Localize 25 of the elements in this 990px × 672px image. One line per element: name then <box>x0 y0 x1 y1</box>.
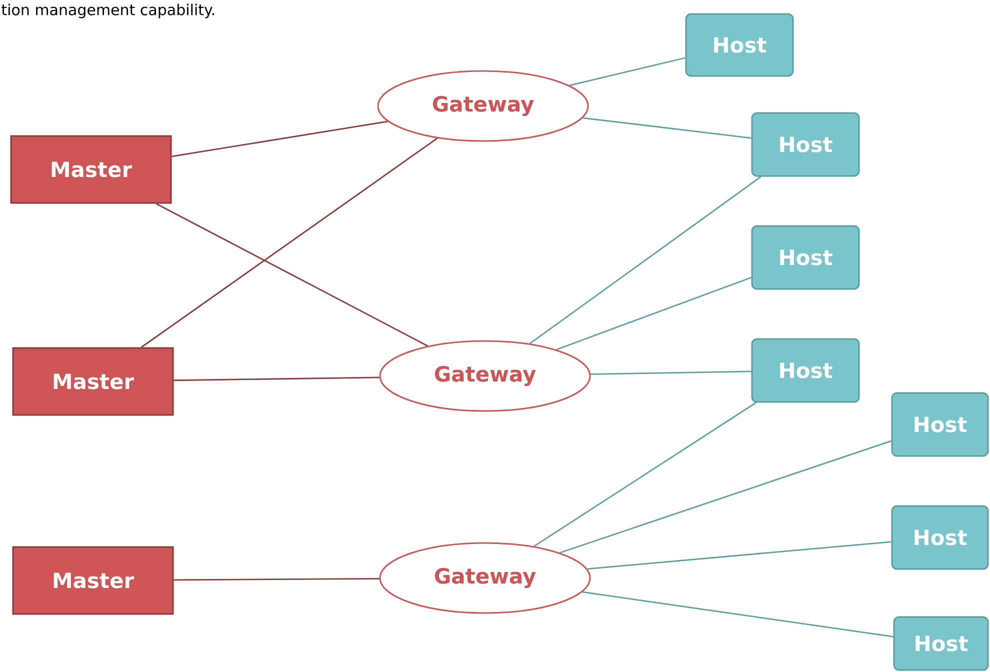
master-box: Master <box>10 135 172 204</box>
connector-line <box>529 176 762 344</box>
host-box: Host <box>685 13 794 77</box>
connector-line <box>156 203 428 347</box>
connector-line <box>556 276 752 350</box>
master-box: Master <box>12 546 174 615</box>
host-box: Host <box>751 338 860 403</box>
connector-line <box>560 440 892 554</box>
connector-line <box>569 57 686 86</box>
connector-line <box>582 591 894 638</box>
host-box: Host <box>891 392 989 457</box>
connector-line <box>172 120 388 158</box>
connector-line <box>534 402 756 547</box>
connector-line <box>141 138 438 348</box>
connector-line <box>587 541 892 570</box>
connector-line <box>590 370 752 375</box>
master-box: Master <box>12 347 174 416</box>
connector-line <box>174 376 380 382</box>
host-box: Host <box>751 112 860 177</box>
caption-text: tion management capability. <box>2 4 214 18</box>
host-box: Host <box>891 505 989 570</box>
host-box: Host <box>751 225 860 290</box>
connector-line <box>174 578 380 581</box>
connector-line <box>582 117 752 139</box>
host-box: Host <box>893 616 989 671</box>
